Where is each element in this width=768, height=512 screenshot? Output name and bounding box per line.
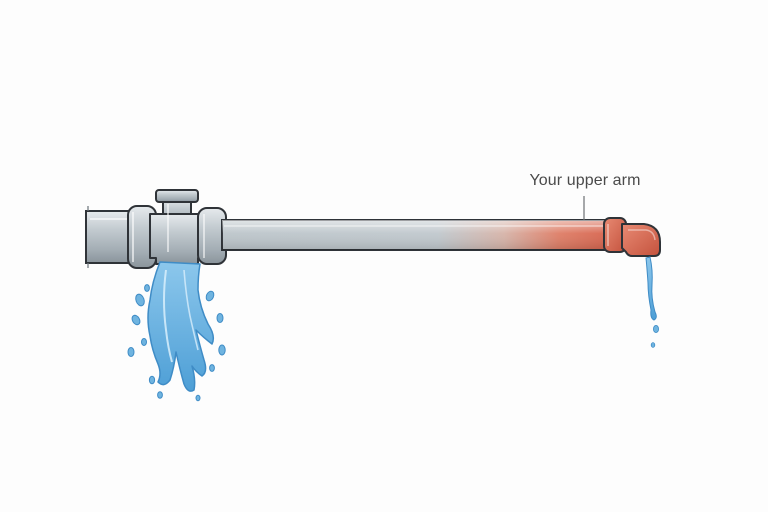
pipe-tee-fitting-icon <box>149 189 227 265</box>
water-burst-icon <box>127 261 226 402</box>
callout-label-upper-arm: Your upper arm <box>529 172 641 189</box>
pipe-elbow-icon <box>603 217 661 257</box>
long-pipe <box>221 219 615 251</box>
water-drip-icon <box>645 256 660 348</box>
